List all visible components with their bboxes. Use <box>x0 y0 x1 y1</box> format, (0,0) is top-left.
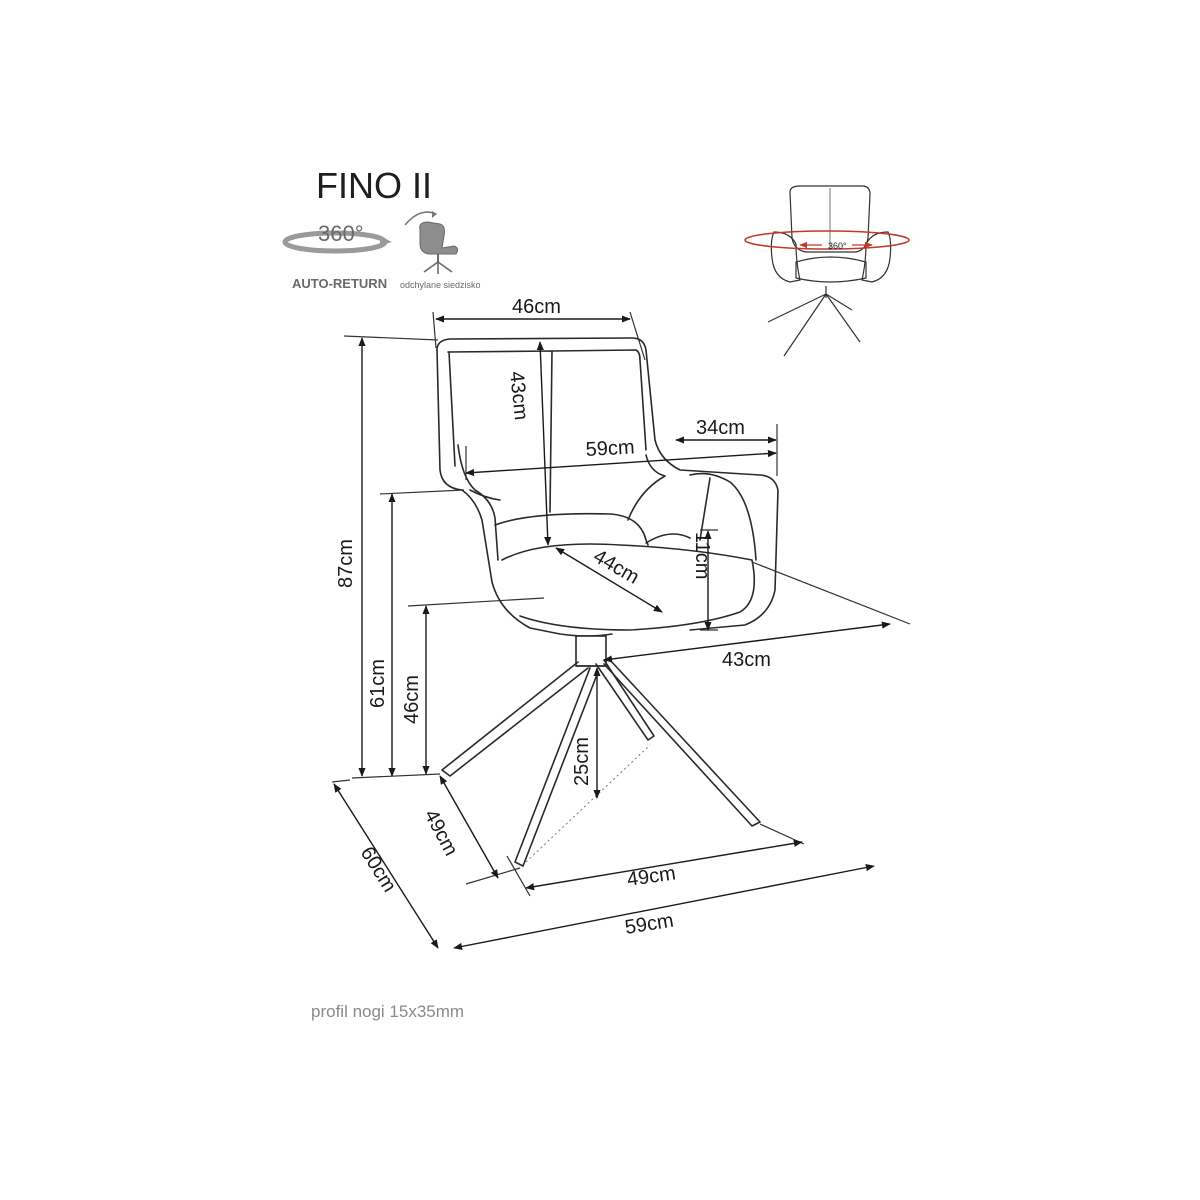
dim-backrest-width: 46cm <box>512 296 561 318</box>
rotation-360-icon: 360° <box>282 221 392 254</box>
recline-chair-icon <box>404 211 459 274</box>
auto-return-label: AUTO-RETURN <box>292 276 387 291</box>
dim-overall-depth: 60cm <box>356 843 401 896</box>
rotation-thumbnail: 360° <box>738 170 910 360</box>
dim-seat-thickness: 11cm <box>691 532 713 579</box>
dim-base-width: 49cm <box>626 862 677 891</box>
product-title: FINO II <box>316 165 432 206</box>
dim-base-height: 25cm <box>571 737 593 786</box>
dim-seat-height: 46cm <box>401 675 423 724</box>
thumbnail-rotation-label: 360° <box>828 241 847 251</box>
dim-overall-height: 87cm <box>335 539 357 588</box>
dim-seat-depth: 44cm <box>590 545 643 589</box>
dim-base-depth: 49cm <box>420 806 462 860</box>
chair-outline <box>436 337 779 637</box>
recline-label: odchylane siedzisko <box>400 280 481 290</box>
dimension-lines <box>331 311 911 950</box>
rotation-label: 360° <box>318 221 364 246</box>
dim-overall-width-top: 59cm <box>585 436 635 461</box>
chair-base <box>441 635 761 867</box>
dim-armrest-height: 61cm <box>367 659 389 708</box>
dim-armrest-depth: 34cm <box>696 417 745 439</box>
dim-backrest-height: 43cm <box>505 370 532 421</box>
dim-seat-side-depth: 43cm <box>722 649 771 671</box>
leg-profile-note: profil nogi 15x35mm <box>311 1002 464 1021</box>
